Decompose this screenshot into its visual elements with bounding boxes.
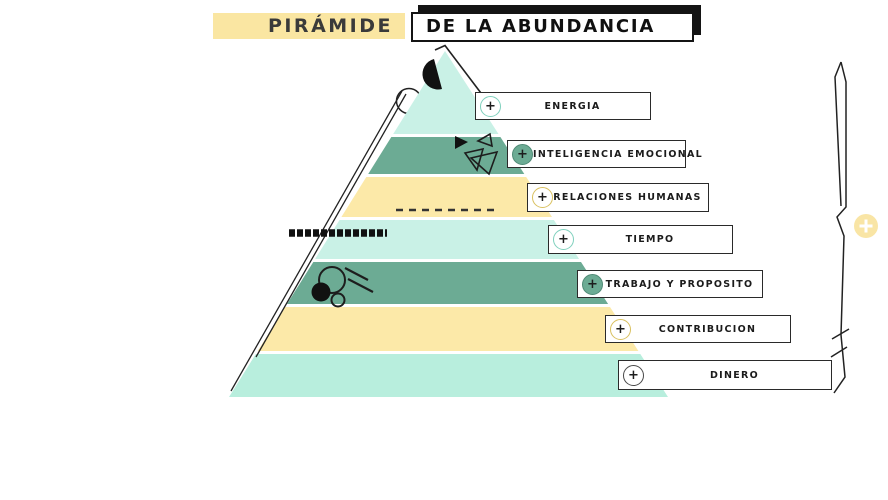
band-trabajo-y-proposito [287, 262, 609, 304]
level-label: RELACIONES HUMANAS [553, 192, 702, 203]
band-energia [393, 51, 499, 134]
level-label: TRABAJO Y PROPOSITO [605, 278, 754, 290]
left-outline [230, 90, 407, 392]
level-label: DINERO [709, 369, 760, 381]
level-box-dinero[interactable]: + DINERO [618, 360, 832, 390]
level-box-contribucion[interactable]: + CONTRIBUCION [605, 315, 791, 343]
title-box: DE LA ABUNDANCIA [411, 12, 694, 42]
band-relaciones-humanas [341, 177, 552, 217]
level-box-relaciones-humanas[interactable]: + RELACIONES HUMANAS [527, 183, 709, 212]
plus-icon[interactable]: + [553, 229, 574, 250]
plus-icon[interactable]: + [532, 187, 553, 208]
peak-outline [434, 44, 491, 106]
side-brace [830, 61, 850, 394]
triangles-decoration [455, 132, 499, 176]
circles-decoration [311, 266, 374, 308]
plus-icon[interactable]: + [623, 364, 644, 386]
band-tiempo [315, 220, 580, 259]
band-dinero [229, 354, 668, 397]
level-box-tiempo[interactable]: + TIEMPO [548, 225, 733, 254]
band-contribucion [257, 307, 639, 351]
half-moon-decoration [422, 59, 442, 90]
plus-icon[interactable]: + [582, 273, 603, 295]
level-label: INTELIGENCIA EMOCIONAL [533, 148, 704, 160]
level-box-trabajo-y-proposito[interactable]: + TRABAJO Y PROPOSITO [577, 270, 763, 298]
level-label: ENERGIA [544, 100, 601, 112]
level-label: TIEMPO [625, 234, 675, 245]
band-inteligencia-emocional [368, 137, 525, 174]
pyramid-bands [229, 51, 668, 397]
plus-badge-icon[interactable] [854, 214, 878, 238]
plus-icon[interactable]: + [610, 318, 631, 340]
plus-icon[interactable]: + [512, 143, 533, 165]
level-box-energia[interactable]: + ENERGIA [475, 92, 651, 120]
plus-icon[interactable]: + [480, 95, 501, 117]
level-box-inteligencia-emocional[interactable]: + INTELIGENCIA EMOCIONAL [507, 140, 702, 168]
title-highlight: PIRÁMIDE [213, 13, 405, 39]
level-label: CONTRIBUCION [658, 323, 757, 335]
